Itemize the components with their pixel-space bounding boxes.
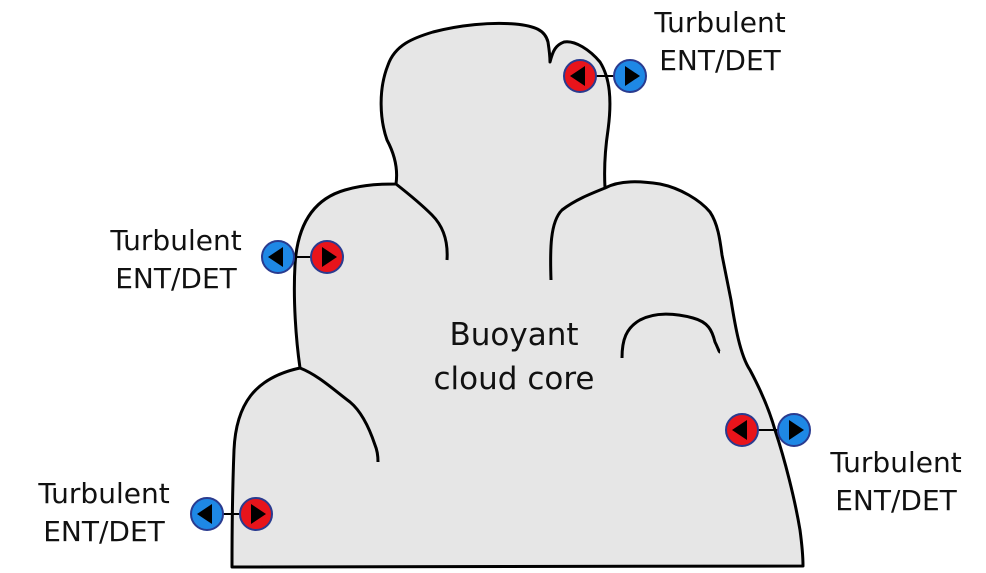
inner-line-left-lower [299, 366, 380, 463]
core-label-line2: cloud core [434, 361, 595, 397]
red-marker-left-arrow-icon [563, 59, 597, 93]
annotation-label-left-upper-line1: Turbulent [109, 224, 241, 257]
inner-line-center [549, 186, 606, 281]
blue-marker-left-arrow-icon [190, 497, 224, 531]
annotation-label-left-upper-line2: ENT/DET [115, 262, 237, 295]
annotation-label-top-right-line1: Turbulent [653, 6, 785, 39]
red-marker-right-arrow-icon [310, 240, 344, 274]
annotation-label-top-right-line2: ENT/DET [659, 44, 781, 77]
annotation-label-bottom-left-line2: ENT/DET [43, 515, 165, 548]
annotation-label-right-lower-line2: ENT/DET [835, 484, 957, 517]
blue-marker-left-arrow-icon [261, 240, 295, 274]
core-label-line1: Buoyant [449, 317, 578, 353]
blue-marker-right-arrow-icon [613, 59, 647, 93]
annotation-label-right-lower-line1: Turbulent [829, 446, 961, 479]
cloud-body [230, 21, 805, 569]
markers-group [190, 59, 811, 531]
blue-marker-right-arrow-icon [777, 413, 811, 447]
inner-line-left-upper [395, 182, 449, 261]
annotation-label-bottom-left-line1: Turbulent [37, 477, 169, 510]
red-marker-right-arrow-icon [239, 497, 273, 531]
inner-line-right-lobe [620, 312, 721, 359]
red-marker-left-arrow-icon [725, 413, 759, 447]
